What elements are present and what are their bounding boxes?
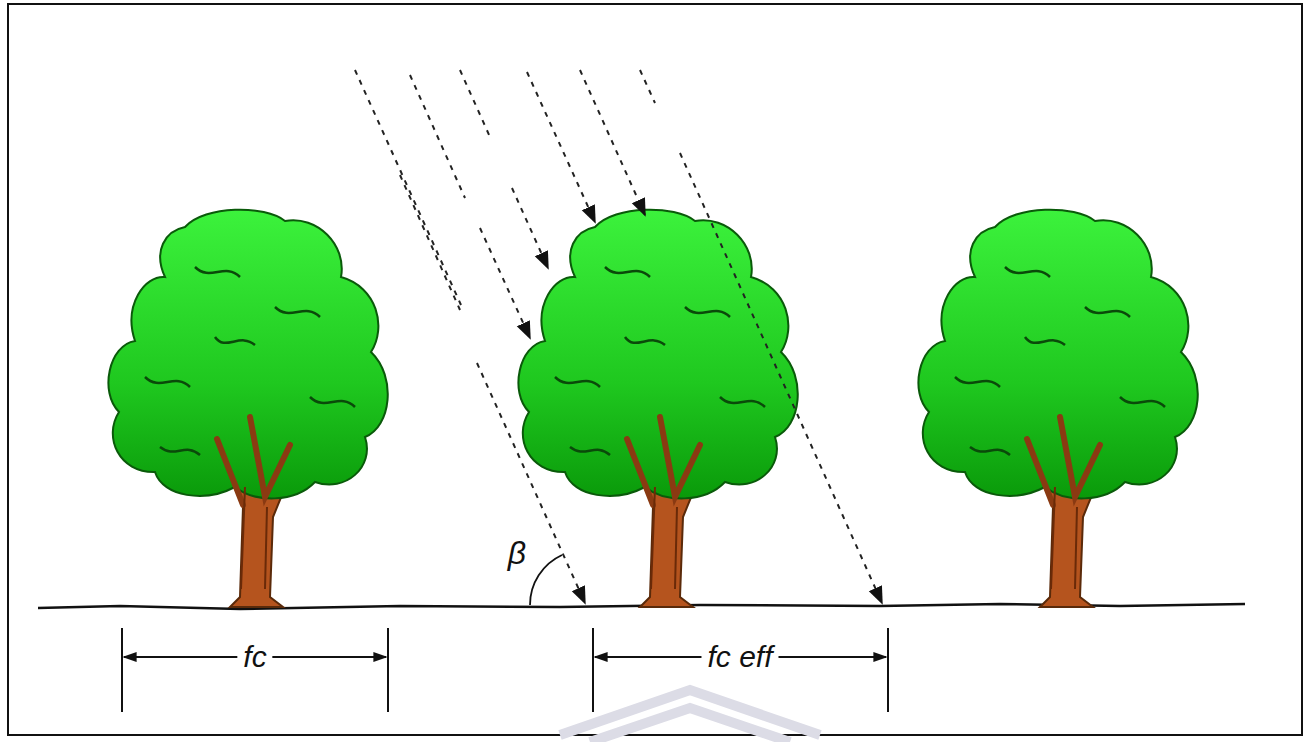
- dimension-fc: [122, 628, 388, 712]
- rain-lines: [355, 70, 882, 603]
- dimension-label: fc eff: [701, 642, 778, 672]
- tree: [108, 210, 387, 607]
- frame: [8, 4, 1302, 735]
- dimension-fc-eff: [593, 628, 888, 712]
- angle-arc: [530, 555, 562, 605]
- angle-label: β: [502, 537, 532, 569]
- watermark: [560, 690, 820, 742]
- tree: [918, 210, 1197, 607]
- dimension-label: fc: [237, 642, 272, 672]
